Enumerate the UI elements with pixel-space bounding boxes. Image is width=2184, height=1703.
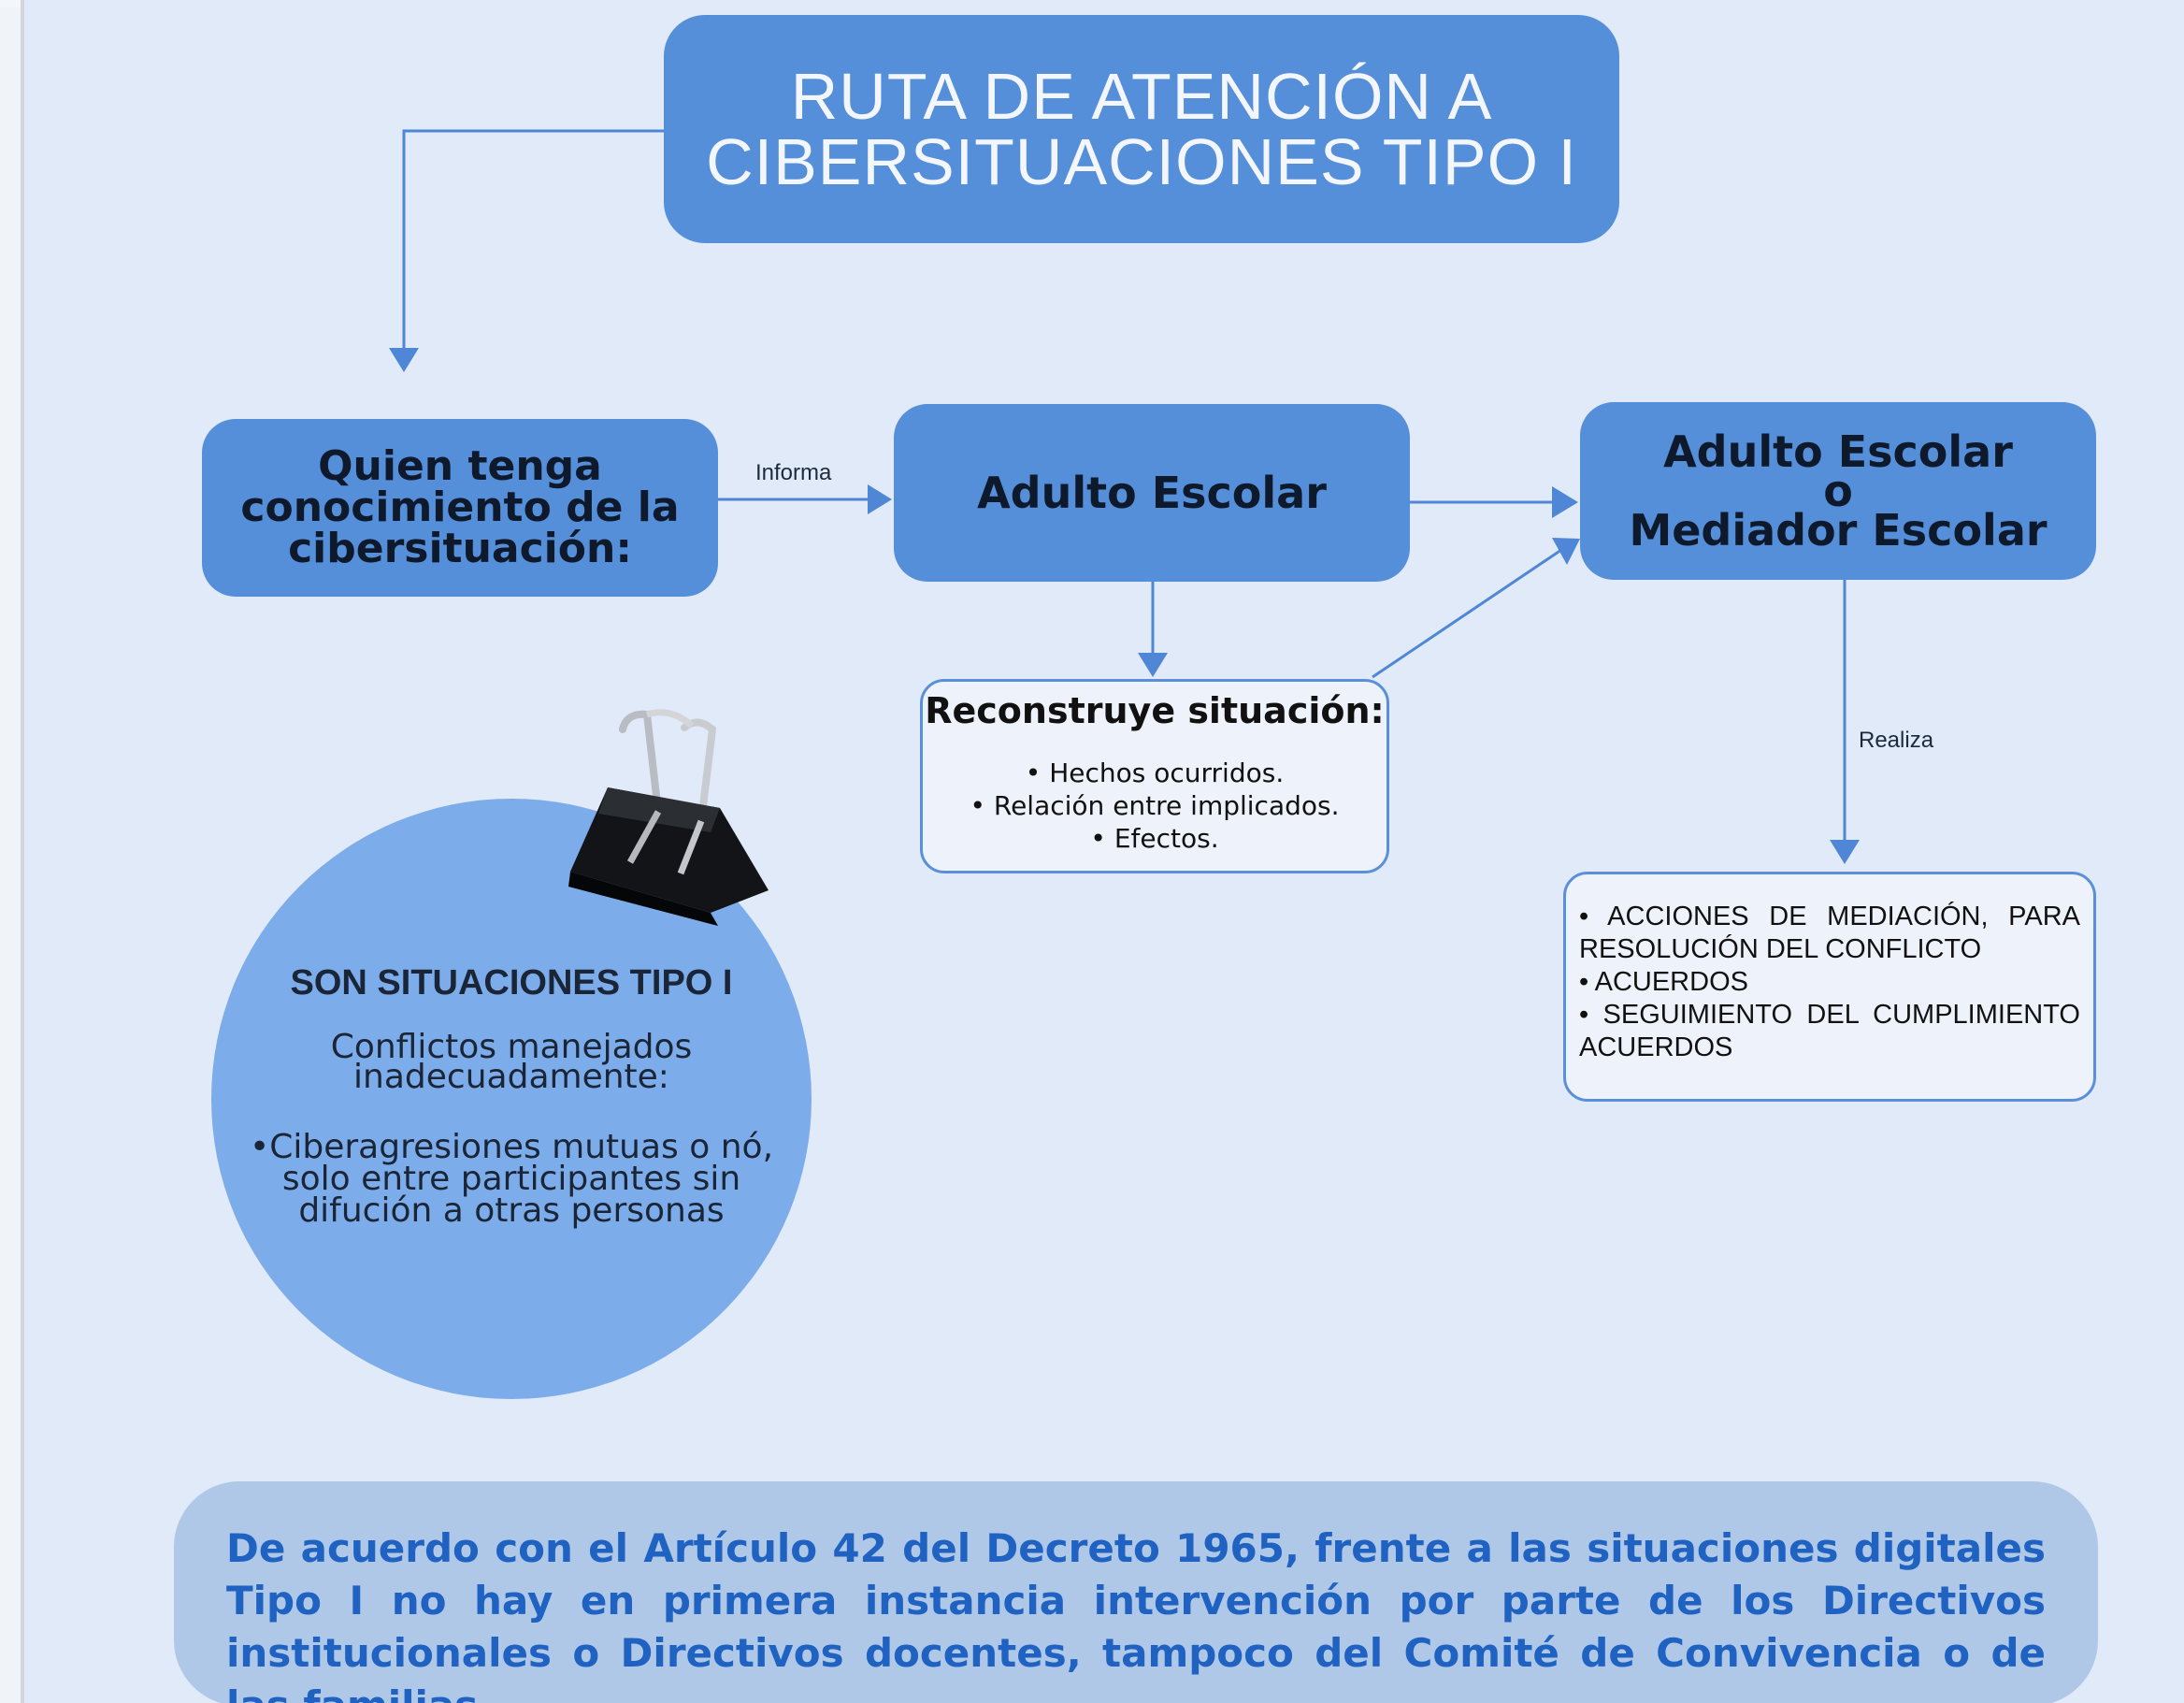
node-mediator-line-3: Mediador Escolar xyxy=(1629,505,2048,556)
reconstruct-box: Reconstruye situación: • Hechos ocurrido… xyxy=(920,679,1389,873)
reconstruct-heading: Reconstruye situación: xyxy=(925,690,1385,731)
list-item: • ACCIONES DE MEDIACIÓN, PARA RESOLUCIÓN… xyxy=(1579,902,2080,964)
actions-box: • ACCIONES DE MEDIACIÓN, PARA RESOLUCIÓN… xyxy=(1563,872,2096,1102)
title-line-1: RUTA DE ATENCIÓN A xyxy=(790,60,1493,133)
list-item: • ACUERDOS xyxy=(1579,967,1748,997)
circle-title: SON SITUACIONES TIPO I xyxy=(290,963,733,1003)
node-source: Quien tenga conocimiento de la cibersitu… xyxy=(202,419,718,597)
reconstruct-items: • Hechos ocurridos. • Relación entre imp… xyxy=(923,757,1387,855)
node-mediator: Adulto Escolar o Mediador Escolar xyxy=(1580,402,2096,580)
node-mediator-line-1: Adulto Escolar xyxy=(1663,426,2013,477)
node-source-line-3: cibersituación: xyxy=(288,525,632,572)
node-adult: Adulto Escolar xyxy=(894,404,1410,582)
node-mediator-line-2: o xyxy=(1823,466,1853,516)
list-item: • Efectos. xyxy=(1090,823,1219,854)
list-item: • SEGUIMIENTO DEL CUMPLIMIENTO ACUERDOS xyxy=(1579,1000,2080,1062)
circle-subtitle: Conflictos manejados inadecuadamente: xyxy=(330,1028,693,1096)
footer-note: De acuerdo con el Artículo 42 del Decret… xyxy=(174,1481,2098,1703)
list-item: • Hechos ocurridos. xyxy=(1025,758,1285,788)
node-source-line-1: Quien tenga xyxy=(318,442,602,490)
title-line-2: CIBERSITUACIONES TIPO I xyxy=(706,125,1577,198)
list-item: • Relación entre implicados. xyxy=(970,790,1340,821)
edge-label-informs: Informa xyxy=(755,460,832,485)
node-source-line-2: conocimiento de la xyxy=(240,483,680,531)
edge-label-performs: Realiza xyxy=(1859,728,1934,753)
circle-bullet: •Ciberagresiones mutuas o nó, solo entre… xyxy=(249,1128,774,1230)
diagram-title: RUTA DE ATENCIÓN A CIBERSITUACIONES TIPO… xyxy=(664,15,1619,243)
binder-clip-icon xyxy=(568,709,769,926)
node-adult-label: Adulto Escolar xyxy=(977,468,1327,518)
